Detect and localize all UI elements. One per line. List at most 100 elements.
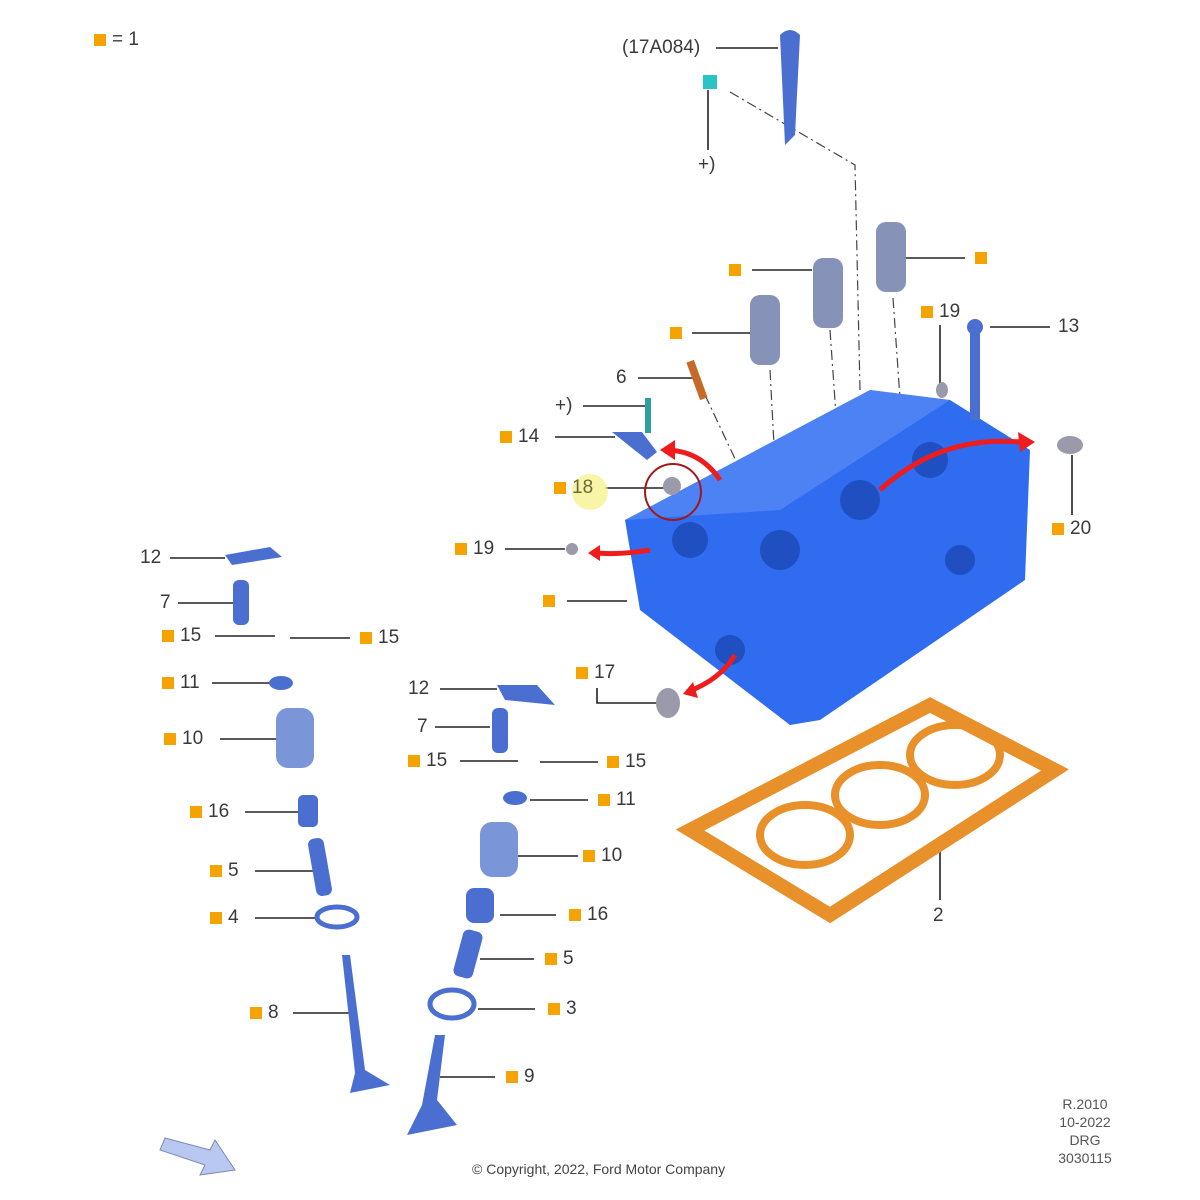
callout: 3 <box>548 998 577 1020</box>
callout: +) <box>555 395 572 417</box>
marker-icon <box>1052 523 1064 535</box>
callout: 12 <box>408 678 429 700</box>
callout-number: 10 <box>601 845 623 866</box>
marker-icon <box>583 850 595 862</box>
callout-number: 6 <box>616 367 627 388</box>
marker-icon <box>162 630 174 642</box>
spark-plug-tubes <box>750 222 906 365</box>
small-parts <box>225 30 1083 1135</box>
marker-icon <box>360 632 372 644</box>
callout-number: +) <box>698 154 716 175</box>
drawing-number: 3030115 <box>1058 1150 1112 1166</box>
callout: (17A084) <box>622 37 700 59</box>
callout: 7 <box>417 716 428 738</box>
marker-icon <box>545 953 557 965</box>
callout: 19 <box>455 538 494 560</box>
marker-icon <box>210 912 222 924</box>
marker-icon <box>598 794 610 806</box>
marker-icon <box>670 327 682 339</box>
marker-icon <box>543 595 555 607</box>
marker-icon <box>162 677 174 689</box>
callout-number: 12 <box>140 547 162 568</box>
marker-icon <box>94 34 106 46</box>
marker-icon <box>607 756 619 768</box>
callout-number: 7 <box>160 592 171 613</box>
callout <box>670 322 682 344</box>
callout-number: 16 <box>587 904 609 925</box>
callout-number: 19 <box>939 301 961 322</box>
callout-number: 15 <box>426 750 448 771</box>
callout: 5 <box>210 860 239 882</box>
callout: 17 <box>576 662 615 684</box>
leader-lines <box>170 47 1073 1078</box>
callout: 20 <box>1052 518 1091 540</box>
callout <box>543 590 555 612</box>
callout-number: 18 <box>572 477 594 498</box>
callout-number: 5 <box>228 860 239 881</box>
marker-icon <box>975 252 987 264</box>
callout-number: 2 <box>933 905 944 926</box>
callout-highlighted: 18 <box>554 477 593 499</box>
callout: 12 <box>140 547 161 569</box>
callout: 8 <box>250 1002 279 1024</box>
head-gasket <box>675 697 1069 924</box>
revision: R.2010 <box>1062 1096 1108 1112</box>
callout <box>975 247 987 269</box>
callout: 15 <box>408 750 447 772</box>
callout: 6 <box>616 367 627 389</box>
copyright: © Copyright, 2022, Ford Motor Company <box>472 1161 726 1177</box>
drawing-info: R.2010 10-2022 DRG 3030115 <box>1045 1095 1125 1167</box>
marker-icon <box>250 1007 262 1019</box>
callout: 16 <box>569 904 608 926</box>
callout-number: 17 <box>594 662 616 683</box>
marker-icon <box>210 865 222 877</box>
callout-number: +) <box>555 395 573 416</box>
view-direction-arrow-icon <box>159 1137 236 1176</box>
callout-number: 15 <box>180 625 202 646</box>
callout: 19 <box>921 301 960 323</box>
callout-number: 15 <box>378 627 400 648</box>
marker-icon <box>548 1003 560 1015</box>
callout-number: (17A084) <box>622 37 701 58</box>
callout-number: 4 <box>228 907 239 928</box>
callout-number: 5 <box>563 948 574 969</box>
callout-number: 3 <box>566 998 577 1019</box>
callout: 9 <box>506 1066 535 1088</box>
callout-number: 8 <box>268 1002 279 1023</box>
callout-number: 15 <box>625 751 647 772</box>
marker-icon <box>569 909 581 921</box>
cylinder-head <box>625 390 1030 725</box>
callout-number: 16 <box>208 801 230 822</box>
callout: +) <box>698 154 715 176</box>
callout: 4 <box>210 907 239 929</box>
callout: 5 <box>545 948 574 970</box>
marker-icon <box>576 667 588 679</box>
callout-number: 19 <box>473 538 495 559</box>
legend: = 1 <box>94 29 139 51</box>
marker-icon <box>190 806 202 818</box>
callout-number: 13 <box>1058 316 1080 337</box>
callout-number: 11 <box>616 789 636 810</box>
marker-icon <box>506 1071 518 1083</box>
marker-icon <box>729 264 741 276</box>
callout: 16 <box>190 801 229 823</box>
highlight-circle <box>572 474 608 510</box>
callout: 10 <box>164 728 203 750</box>
marker-icon <box>455 543 467 555</box>
marker-icon <box>408 755 420 767</box>
callout-number: 9 <box>524 1066 535 1087</box>
highlight-ring <box>644 463 702 521</box>
legend-text: = 1 <box>112 29 139 50</box>
callout: 11 <box>598 789 636 811</box>
marker-icon <box>164 733 176 745</box>
callout: 13 <box>1058 316 1079 338</box>
callout-number: 7 <box>417 716 428 737</box>
marker-icon <box>500 431 512 443</box>
marker-icon <box>554 482 566 494</box>
callout: 2 <box>933 905 944 927</box>
callout: 15 <box>607 751 646 773</box>
callout <box>729 259 741 281</box>
callout: 11 <box>162 672 200 694</box>
callout-number: 12 <box>408 678 430 699</box>
